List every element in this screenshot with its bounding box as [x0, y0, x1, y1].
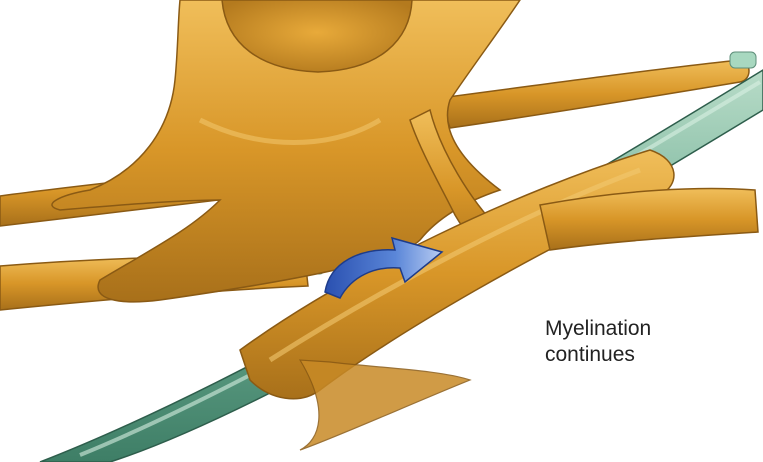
annotation-line-2: continues	[545, 342, 651, 368]
annotation-label: Myelination continues	[545, 316, 651, 368]
lower-sheath-outer-layer	[300, 360, 470, 450]
annotation-line-1: Myelination	[545, 316, 651, 342]
